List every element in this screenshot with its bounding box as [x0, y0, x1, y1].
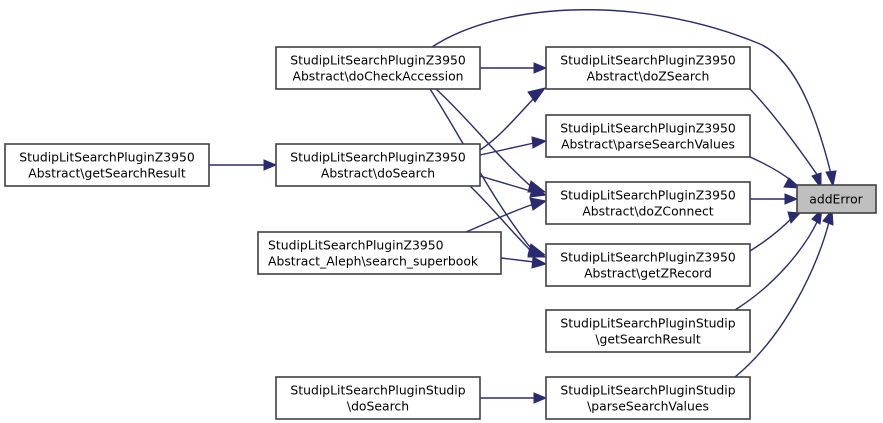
node-label-line: \doSearch	[347, 399, 409, 414]
node-label-line: StudipLitSearchPluginZ3950	[290, 53, 466, 68]
node-label-line: StudipLitSearchPluginStudip	[560, 316, 735, 331]
node-label-line: StudipLitSearchPluginStudip	[290, 383, 465, 398]
node-label-line: Abstract\getSearchResult	[28, 166, 186, 181]
edge-doSearchAbstract-to-parseSearchValuesAbstract	[479, 136, 548, 156]
node-label-line: StudipLitSearchPluginZ3950	[560, 188, 736, 203]
node-label-line: addError	[809, 192, 863, 207]
node-doSearch-abstract[interactable]: StudipLitSearchPluginZ3950 Abstract\doSe…	[275, 143, 481, 187]
node-label-line: Abstract\doZSearch	[587, 69, 710, 84]
node-studip-parseSearchValues[interactable]: StudipLitSearchPluginStudip \parseSearch…	[545, 376, 751, 420]
node-label-line: \getSearchResult	[595, 332, 701, 347]
node-search-superbook[interactable]: StudipLitSearchPluginZ3950 Abstract_Alep…	[257, 231, 502, 275]
node-parseSearchValues-abstract[interactable]: StudipLitSearchPluginZ3950 Abstract\pars…	[545, 114, 751, 158]
node-label-line: StudipLitSearchPluginZ3950	[560, 250, 736, 265]
edge-doCheckAccession-to-addError	[431, 9, 837, 188]
node-label-line: Abstract\doZConnect	[582, 204, 713, 219]
node-getZRecord[interactable]: StudipLitSearchPluginZ3950 Abstract\getZ…	[545, 243, 751, 287]
node-layer: StudipLitSearchPluginZ3950 Abstract\getS…	[4, 46, 877, 420]
node-label-line: StudipLitSearchPluginStudip	[560, 383, 735, 398]
node-label-line: Abstract_Aleph\search_superbook	[268, 254, 479, 269]
edge-studipParseSearchValues-to-addError	[734, 208, 834, 378]
node-studip-doSearch[interactable]: StudipLitSearchPluginStudip \doSearch	[275, 376, 481, 420]
node-getSearchResult-abstract[interactable]: StudipLitSearchPluginZ3950 Abstract\getS…	[4, 143, 210, 187]
edge-doCheckAccession-to-doZSearch	[480, 62, 548, 74]
edge-doSearchAbstract-to-doZSearch	[479, 87, 547, 151]
edge-parseSearchValuesAbstract-to-addError	[749, 156, 802, 189]
node-doZConnect[interactable]: StudipLitSearchPluginZ3950 Abstract\doZC…	[545, 181, 751, 225]
edge-doZSearch-to-addError	[749, 88, 822, 190]
node-label-line: StudipLitSearchPluginZ3950	[290, 150, 466, 165]
node-label-line: Abstract\parseSearchValues	[561, 137, 735, 152]
node-label-line: StudipLitSearchPluginZ3950	[560, 53, 736, 68]
node-label-line: StudipLitSearchPluginZ3950	[19, 150, 195, 165]
node-doZSearch[interactable]: StudipLitSearchPluginZ3950 Abstract\doZS…	[545, 46, 751, 90]
edge-searchSuperbook-to-getZRecord	[500, 256, 548, 269]
node-doCheckAccession[interactable]: StudipLitSearchPluginZ3950 Abstract\doCh…	[275, 46, 481, 90]
node-label-line: StudipLitSearchPluginZ3950	[560, 121, 736, 136]
node-label-line: \parseSearchValues	[587, 399, 709, 414]
edge-getZRecord-to-addError	[749, 211, 802, 252]
edge-layer	[209, 9, 837, 404]
node-label-line: StudipLitSearchPluginZ3950	[268, 238, 444, 253]
node-label-line: Abstract\doCheckAccession	[292, 69, 463, 84]
edge-doSearchAbstract-to-getZRecord	[469, 185, 547, 258]
edge-getSearchResultAbstract-to-doSearchAbstract	[209, 159, 278, 171]
node-label-line: Abstract\getZRecord	[584, 266, 712, 281]
node-addError[interactable]: addError	[796, 184, 877, 214]
node-studip-getSearchResult[interactable]: StudipLitSearchPluginStudip \getSearchRe…	[545, 309, 751, 353]
edge-studipDoSearch-to-studipParseSearchValues	[480, 392, 548, 404]
edge-doZConnect-to-addError	[750, 193, 799, 205]
node-label-line: Abstract\doSearch	[321, 166, 435, 181]
edge-doSearchAbstract-to-doZConnect	[479, 175, 548, 198]
edge-searchSuperbook-to-doZConnect	[465, 197, 548, 233]
